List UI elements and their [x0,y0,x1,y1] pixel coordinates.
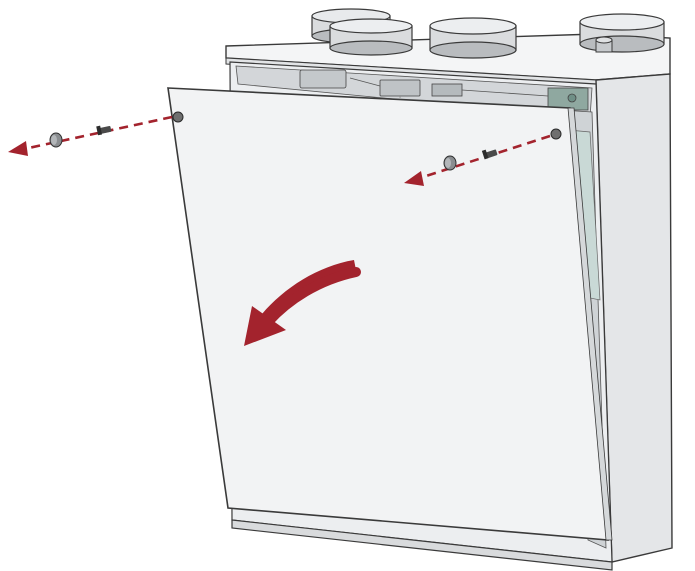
screw-hole-left [172,111,184,123]
cable [461,89,549,97]
duct-spigots [311,8,665,59]
front-panel[interactable] [167,87,609,541]
spigot [429,17,517,59]
right-screw-removal [404,134,551,186]
curved-arrow-head [244,306,286,346]
front-panel-edge [567,107,613,541]
spigot [579,13,665,53]
arrow-head-left-icon [8,141,28,156]
left-screw-removal [8,115,173,156]
control-box [379,79,421,97]
screw-cap-icon [49,132,63,148]
curved-arrow-icon [244,260,361,346]
curved-arrow-stroke [263,267,361,327]
interior-components [299,69,589,171]
fan-housing [299,69,347,89]
cabinet-bottom [231,519,613,571]
cable [349,77,381,87]
terminal-block [431,83,463,97]
arrow-head-right-icon [404,171,424,186]
screw-cap-icon [443,155,457,171]
screw-icon [481,149,498,160]
screw-hole-right [550,128,562,140]
screw-icon [96,125,112,136]
cable-gland [595,36,613,53]
spigot [329,18,413,56]
connector [567,93,577,103]
